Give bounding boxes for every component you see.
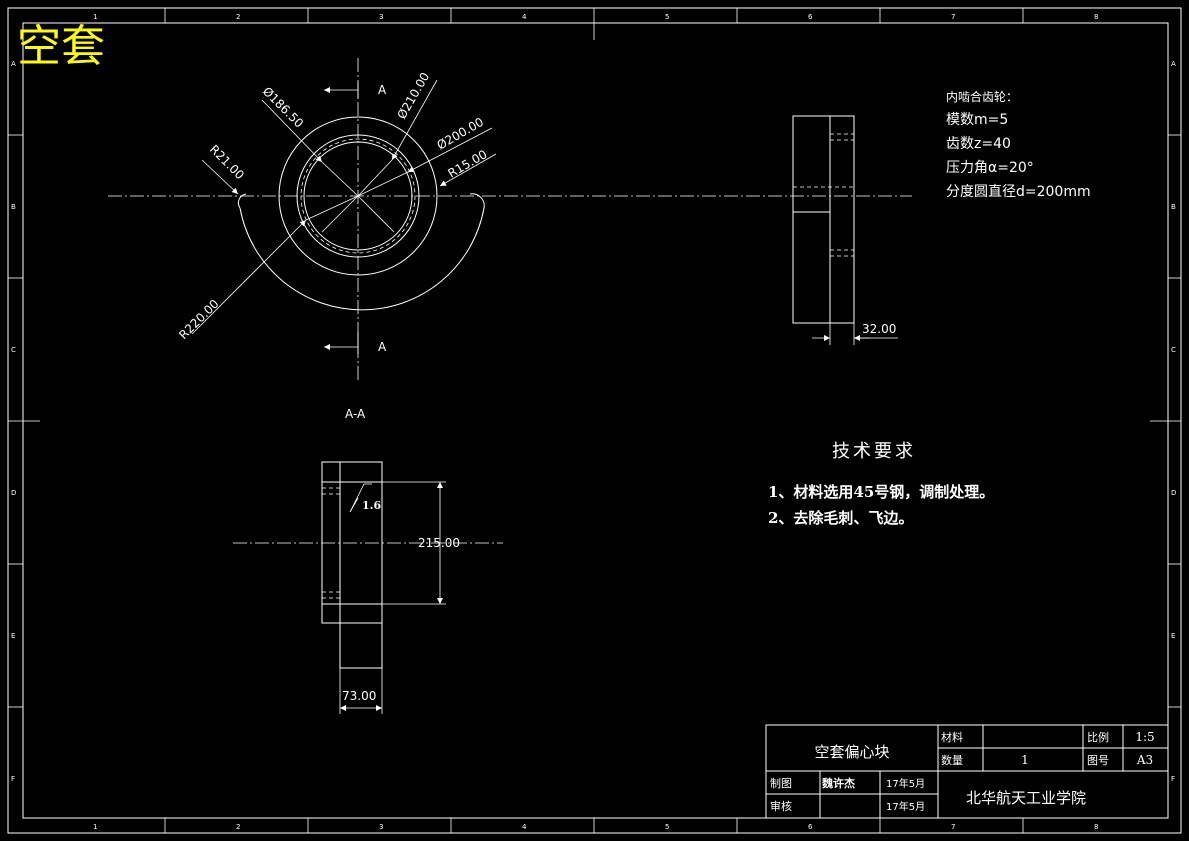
col-number: 7 — [951, 823, 955, 831]
drawn-name: 魏许杰 — [821, 776, 855, 790]
dim-r15: R15.00 — [446, 147, 490, 180]
scale-label: 比例 — [1087, 730, 1109, 744]
row-letter: B — [11, 203, 16, 211]
side-view: 32.00 — [792, 115, 898, 345]
section-mark-bottom: A — [378, 340, 387, 354]
row-letter: C — [1171, 346, 1176, 354]
qty-label: 数量 — [941, 754, 963, 767]
col-number: 3 — [379, 823, 383, 831]
row-letter: D — [11, 489, 16, 497]
col-number: 8 — [1094, 823, 1098, 831]
dim-r21: R21.00 — [207, 142, 247, 182]
col-number: 8 — [1094, 13, 1098, 21]
front-view: Ø186.50 Ø210.00 Ø200.00 R15.00 R21.00 R2… — [108, 58, 912, 380]
gear-param-pitch-diameter: 分度圆直径d=200mm — [946, 183, 1091, 200]
sheet-border: 1 2 3 4 5 6 7 8 1 2 3 4 5 6 7 8 A B C D … — [7, 7, 1182, 834]
qty-value: 1 — [1021, 753, 1029, 767]
row-letter: E — [11, 632, 15, 640]
gear-param-pressure-angle: 压力角α=20° — [946, 160, 1034, 176]
overlay-title: 空套 — [17, 21, 105, 72]
gear-params-heading: 内啮合齿轮： — [946, 89, 1018, 104]
row-letter: A — [11, 60, 16, 68]
dim-d186: Ø186.50 — [260, 84, 306, 130]
roughness-value: 1.6 — [362, 499, 381, 512]
row-letter: F — [11, 775, 15, 783]
section-mark-top: A — [378, 83, 387, 97]
dim-section-width: 73.00 — [342, 689, 376, 703]
checked-label: 审核 — [770, 799, 792, 813]
title-block: 空套偏心块 材料 比例 1:5 数量 1 图号 A3 制图 魏许杰 17年5月 … — [765, 724, 1169, 819]
dim-side-width: 32.00 — [862, 322, 896, 336]
col-number: 2 — [236, 823, 240, 831]
sheet-value: A3 — [1136, 753, 1153, 767]
tech-req-heading: 技术要求 — [832, 441, 916, 462]
col-number: 5 — [665, 13, 669, 21]
tech-req-item: 1、材料选用45号钢，调制处理。 — [768, 483, 994, 501]
dim-d210: Ø210.00 — [394, 70, 432, 122]
sheet-label: 图号 — [1087, 754, 1109, 767]
drawn-date: 17年5月 — [886, 777, 925, 790]
material-label: 材料 — [941, 730, 963, 744]
tech-req-item: 2、去除毛刺、飞边。 — [768, 509, 913, 527]
col-number: 3 — [379, 13, 383, 21]
row-letter: A — [1171, 60, 1176, 68]
col-number: 1 — [93, 13, 97, 21]
checked-date: 17年5月 — [886, 800, 925, 813]
gear-params: 内啮合齿轮： 模数m=5 齿数z=40 压力角α=20° 分度圆直径d=200m… — [946, 89, 1091, 200]
row-letter: F — [1171, 775, 1175, 783]
col-number: 6 — [808, 823, 813, 831]
col-number: 6 — [808, 13, 813, 21]
col-number: 7 — [951, 13, 955, 21]
row-letter: E — [1171, 632, 1175, 640]
dim-section-height: 215.00 — [418, 536, 460, 550]
col-number: 1 — [93, 823, 97, 831]
drawn-label: 制图 — [770, 777, 792, 790]
col-number: 2 — [236, 13, 240, 21]
dim-d200: Ø200.00 — [435, 115, 487, 153]
dim-r220: R220.00 — [176, 297, 221, 342]
school-name: 北华航天工业学院 — [966, 789, 1086, 807]
part-name: 空套偏心块 — [814, 743, 889, 761]
section-label: A-A — [345, 407, 366, 421]
tech-requirements: 技术要求 1、材料选用45号钢，调制处理。 2、去除毛刺、飞边。 — [768, 441, 994, 527]
col-number: 4 — [522, 13, 527, 21]
gear-param-teeth: 齿数z=40 — [946, 136, 1011, 152]
col-number: 5 — [665, 823, 669, 831]
gear-param-module: 模数m=5 — [946, 112, 1008, 128]
section-view: A-A 1.6 215.00 73.00 — [233, 407, 503, 714]
row-letter: B — [1171, 203, 1176, 211]
row-letter: D — [1171, 489, 1176, 497]
row-letter: C — [11, 346, 16, 354]
scale-value: 1:5 — [1135, 730, 1154, 744]
col-number: 4 — [522, 823, 527, 831]
